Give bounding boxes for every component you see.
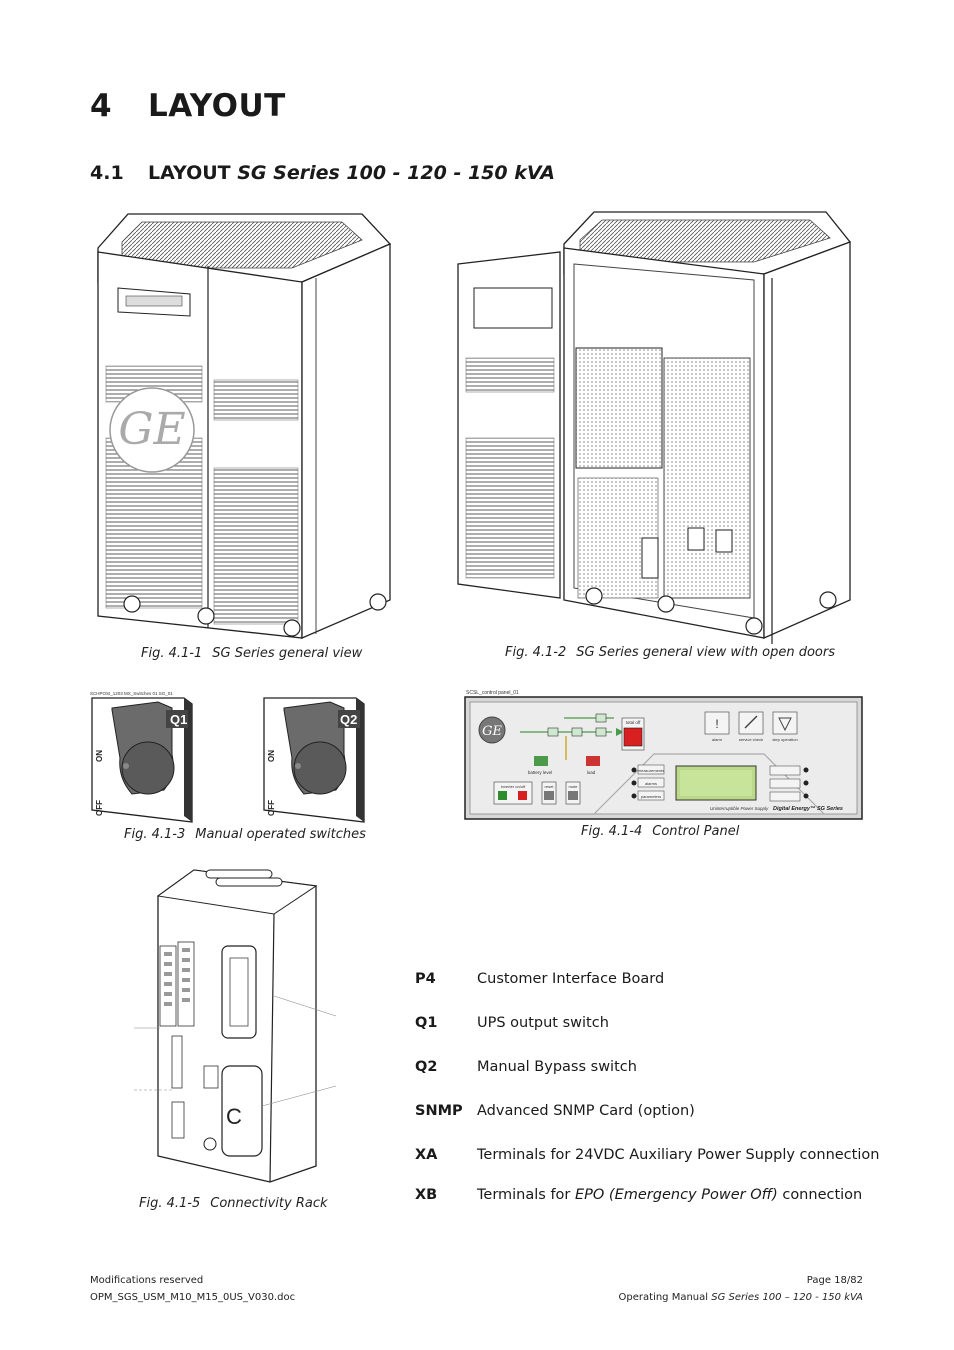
- footer-page-number: Page 18/82: [806, 1275, 863, 1286]
- switch-q2-image: Q2 ON OFF: [263, 697, 365, 823]
- svg-text:SCHPOSI_1203 MX_Switches 01 SG: SCHPOSI_1203 MX_Switches 01 SG_01: [90, 691, 173, 696]
- svg-text:parameters: parameters: [641, 794, 661, 799]
- svg-text:Digital Energy™ SG Series: Digital Energy™ SG Series: [773, 806, 843, 812]
- svg-text:ON: ON: [267, 750, 276, 762]
- section-title: LAYOUT: [148, 162, 238, 184]
- section-heading: 4.1 LAYOUT SG Series 100 - 120 - 150 kVA: [90, 162, 555, 184]
- svg-text:!: !: [715, 717, 718, 731]
- ups-general-view-image: GE: [97, 213, 392, 639]
- svg-text:Q1: Q1: [170, 712, 187, 727]
- footer-document-name: OPM_SGS_USM_M10_M15_0US_V030.doc: [90, 1292, 296, 1303]
- svg-text:Q2: Q2: [340, 712, 357, 727]
- svg-text:step operation: step operation: [772, 737, 797, 742]
- svg-text:reset: reset: [545, 784, 555, 789]
- footer-left-top: Modifications reserved: [90, 1275, 204, 1286]
- svg-text:Uninterruptible Power Supply: Uninterruptible Power Supply: [710, 806, 769, 811]
- control-panel-image: SCSL_control panel_01 GE battery level l…: [464, 690, 863, 820]
- chapter-number: 4: [90, 88, 113, 124]
- svg-text:GE: GE: [482, 724, 502, 739]
- svg-text:C: C: [226, 1104, 242, 1129]
- svg-text:service check: service check: [739, 737, 763, 742]
- legend-code: P4: [415, 971, 436, 987]
- svg-text:inverter on/off: inverter on/off: [501, 784, 526, 789]
- legend-code: Q2: [415, 1059, 438, 1075]
- legend-desc: Terminals for EPO (Emergency Power Off) …: [477, 1187, 863, 1203]
- svg-text:OFF: OFF: [95, 800, 104, 816]
- svg-text:mute: mute: [569, 784, 579, 789]
- svg-text:measurements: measurements: [638, 768, 664, 773]
- svg-text:alarm: alarm: [712, 737, 723, 742]
- manual-switches-image: Q1 ON OFF SCHPOSI_1203 MX_Switches 01 SG…: [90, 691, 365, 823]
- connectivity-rack-image: C: [134, 869, 337, 1183]
- legend-code: SNMP: [415, 1103, 463, 1119]
- legend-desc: Manual Bypass switch: [477, 1059, 637, 1075]
- svg-text:SCSL_control panel_01: SCSL_control panel_01: [466, 690, 519, 696]
- footer-manual-title: Operating Manual SG Series 100 – 120 - 1…: [618, 1292, 863, 1303]
- legend-desc: Customer Interface Board: [477, 971, 665, 987]
- svg-text:battery level: battery level: [528, 770, 552, 775]
- svg-text:total off: total off: [626, 720, 641, 725]
- legend-desc: UPS output switch: [477, 1015, 609, 1031]
- switch-q1-image: Q1 ON OFF SCHPOSI_1203 MX_Switches 01 SG…: [90, 691, 193, 823]
- svg-text:alarms: alarms: [645, 781, 657, 786]
- svg-text:load: load: [587, 770, 596, 775]
- section-title-italic: SG Series 100 - 120 - 150 kVA: [237, 162, 555, 184]
- section-number: 4.1: [90, 162, 124, 184]
- chapter-title: LAYOUT: [148, 88, 286, 124]
- svg-text:GE: GE: [118, 404, 185, 455]
- svg-text:OFF: OFF: [267, 800, 276, 816]
- chapter-heading: 4 LAYOUT: [90, 88, 286, 124]
- ups-open-doors-image: [457, 211, 852, 644]
- legend-desc: Advanced SNMP Card (option): [477, 1103, 695, 1119]
- legend-code: XB: [415, 1187, 438, 1203]
- legend-desc: Terminals for 24VDC Auxiliary Power Supp…: [477, 1147, 880, 1163]
- svg-text:ON: ON: [95, 750, 104, 762]
- legend-code: Q1: [415, 1015, 438, 1031]
- legend-code: XA: [415, 1147, 438, 1163]
